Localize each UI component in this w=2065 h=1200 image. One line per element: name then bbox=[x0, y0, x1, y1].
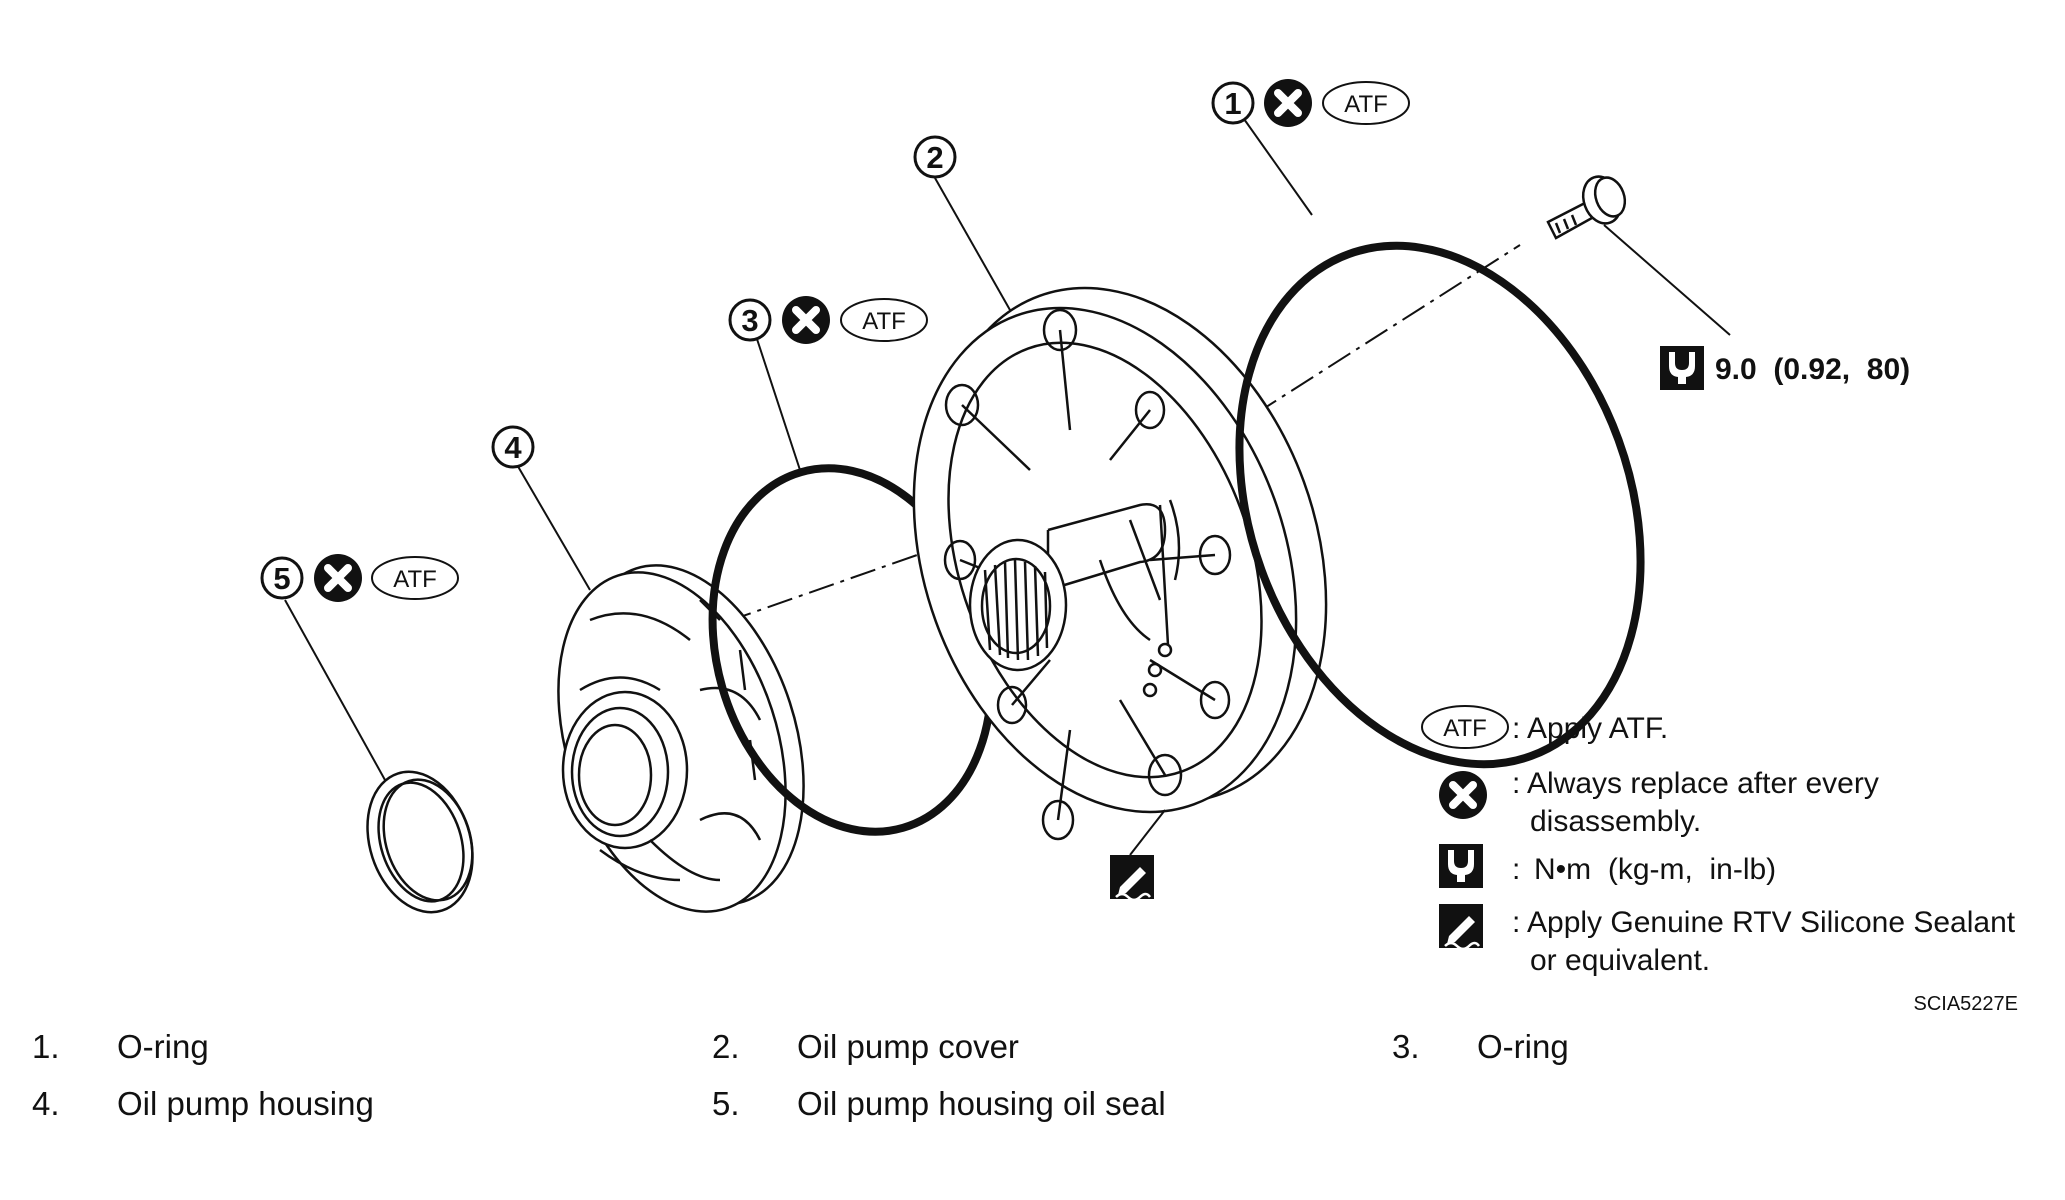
legend: ATF : Apply ATF. : Always replace after … bbox=[1421, 705, 2016, 977]
legend-replace-line1: : Always replace after every bbox=[1512, 767, 1879, 800]
o-ring-large bbox=[1235, 241, 1645, 769]
part-number: 4. bbox=[32, 1085, 60, 1122]
part-name: O-ring bbox=[117, 1028, 209, 1065]
callout-1-number: 1 bbox=[1224, 86, 1241, 121]
oil-seal bbox=[366, 770, 474, 914]
legend-atf-badge: ATF bbox=[1443, 715, 1487, 742]
part-name: O-ring bbox=[1477, 1028, 1569, 1065]
replace-icon bbox=[1264, 79, 1312, 127]
callout-5-atf-badge: ATF bbox=[393, 566, 437, 593]
torque-spec: 9.0 (0.92, 80) bbox=[1715, 353, 1910, 386]
callout-3-number: 3 bbox=[741, 303, 758, 338]
callout-3: 3 ATF bbox=[728, 296, 928, 344]
legend-sealant-line2: or equivalent. bbox=[1530, 944, 1710, 977]
callout-2: 2 bbox=[913, 135, 957, 179]
part-name: Oil pump housing bbox=[117, 1085, 374, 1122]
part-name: Oil pump cover bbox=[797, 1028, 1019, 1065]
figure-reference: SCIA5227E bbox=[1913, 993, 2018, 1015]
legend-torque-icon bbox=[1439, 844, 1483, 888]
legend-sealant-line1: : Apply Genuine RTV Silicone Sealant bbox=[1512, 906, 2016, 939]
part-name: Oil pump housing oil seal bbox=[797, 1085, 1166, 1122]
callout-2-number: 2 bbox=[926, 140, 943, 175]
part-number: 3. bbox=[1392, 1028, 1420, 1065]
legend-torque-colon: : bbox=[1512, 853, 1520, 886]
callout-1-atf-badge: ATF bbox=[1344, 91, 1388, 118]
replace-icon bbox=[314, 554, 362, 602]
sealant-icon bbox=[1108, 853, 1156, 902]
callout-4-number: 4 bbox=[504, 430, 522, 465]
part-number: 1. bbox=[32, 1028, 60, 1065]
legend-atf-text: : Apply ATF. bbox=[1512, 712, 1668, 745]
callout-3-atf-badge: ATF bbox=[862, 308, 906, 335]
legend-sealant-icon bbox=[1437, 902, 1485, 951]
leader-lines bbox=[284, 118, 1731, 856]
legend-replace-line2: disassembly. bbox=[1530, 805, 1701, 838]
part-number: 2. bbox=[712, 1028, 740, 1065]
torque-icon bbox=[1660, 346, 1704, 390]
callout-5-number: 5 bbox=[273, 561, 290, 596]
part-number: 5. bbox=[712, 1085, 740, 1122]
oil-pump-housing bbox=[557, 564, 805, 913]
legend-replace-icon bbox=[1439, 771, 1487, 819]
legend-torque-units: N•m (kg-m, in-lb) bbox=[1534, 853, 1776, 886]
bolt bbox=[1546, 175, 1627, 240]
callout-4: 4 bbox=[491, 425, 535, 469]
callout-1: 1 ATF bbox=[1211, 79, 1410, 127]
legend-atf-pill bbox=[1421, 705, 1509, 749]
replace-icon bbox=[782, 296, 830, 344]
callout-5: 5 ATF bbox=[260, 554, 459, 602]
oil-pump-cover bbox=[912, 286, 1328, 841]
